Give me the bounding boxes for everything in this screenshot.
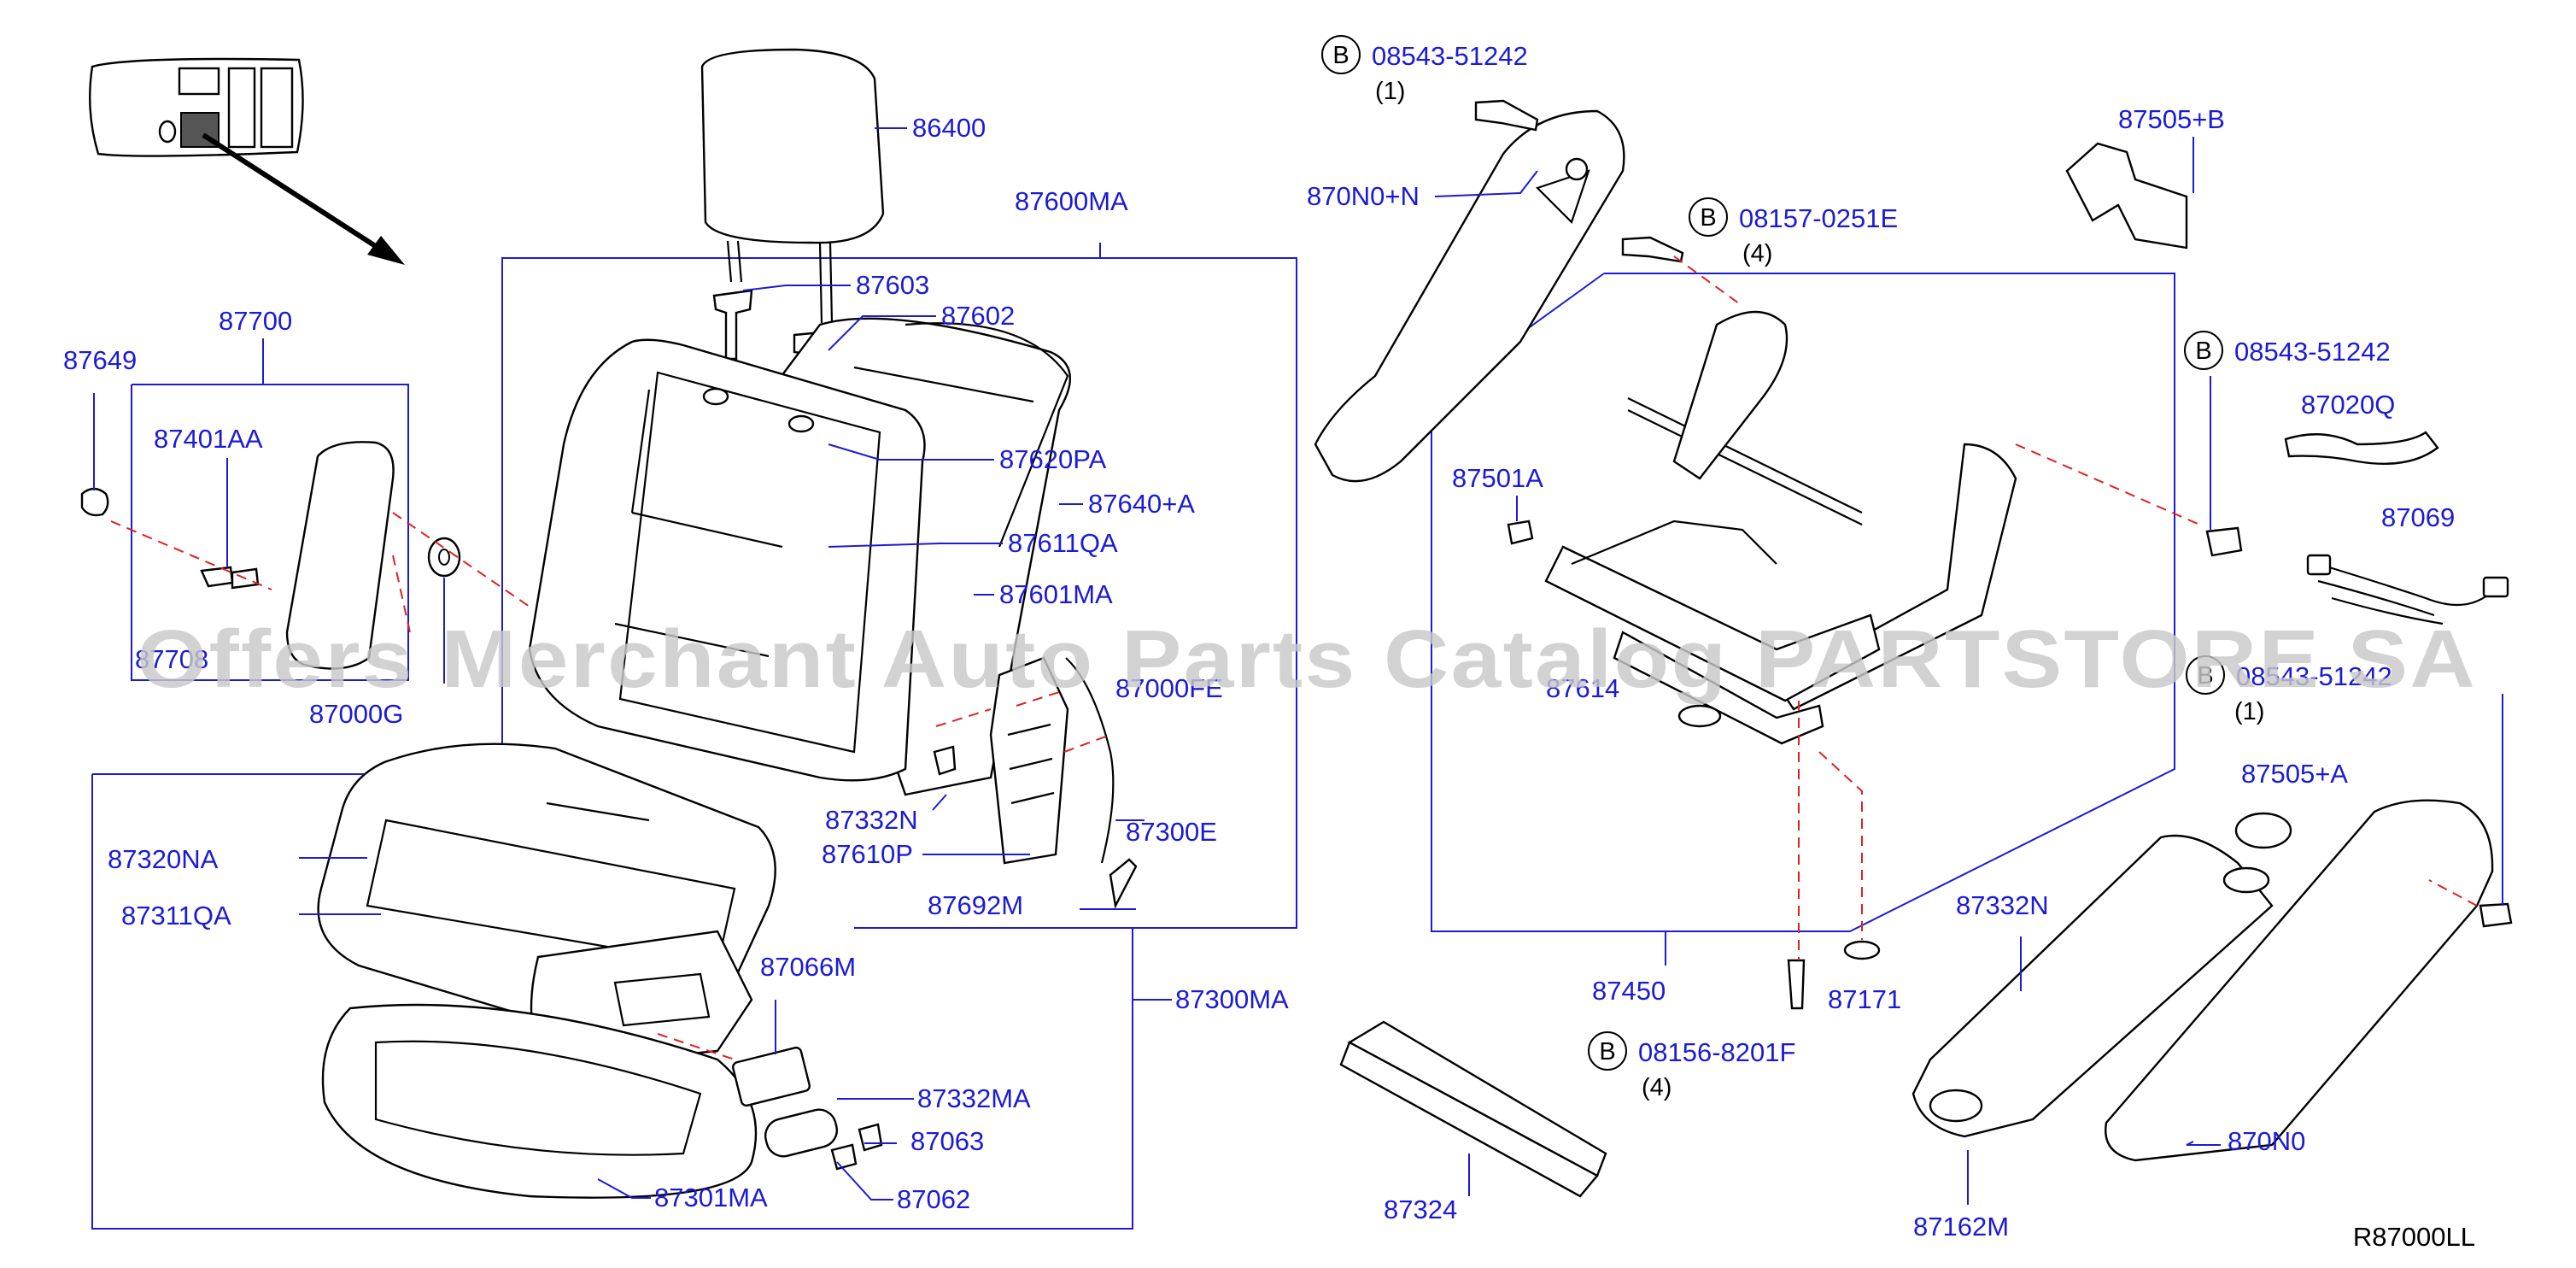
label-87501a[interactable]: 87501A xyxy=(1452,463,1543,493)
bolt-part-2[interactable]: 08157-0251E xyxy=(1739,203,1898,233)
label-87000g[interactable]: 87000G xyxy=(309,699,403,729)
label-87063[interactable]: 87063 xyxy=(910,1126,984,1156)
label-87708[interactable]: 87708 xyxy=(135,644,208,674)
label-87300e[interactable]: 87300E xyxy=(1126,817,1217,847)
bolt-marker-3: B xyxy=(2184,331,2223,370)
watermark: Offers Merchant Auto Parts Catalog PARTS… xyxy=(137,613,2477,705)
label-87162m[interactable]: 87162M xyxy=(1913,1212,2009,1242)
label-87066m[interactable]: 87066M xyxy=(760,952,856,982)
bolt-qty-2: (4) xyxy=(1742,240,1772,267)
label-87614[interactable]: 87614 xyxy=(1546,673,1619,703)
bolt-marker-2: B xyxy=(1689,197,1728,237)
label-87301ma[interactable]: 87301MA xyxy=(654,1183,768,1212)
label-87000fe[interactable]: 87000FE xyxy=(1115,673,1223,703)
bolt-labels: 08543-51242 (1) 08157-0251E (4) 08543-51… xyxy=(1372,41,2392,1101)
label-87640a[interactable]: 87640+A xyxy=(1088,489,1195,519)
label-87171[interactable]: 87171 xyxy=(1828,984,1901,1014)
label-87603[interactable]: 87603 xyxy=(856,270,929,300)
label-87450[interactable]: 87450 xyxy=(1592,976,1666,1006)
label-87601ma[interactable]: 87601MA xyxy=(999,579,1113,609)
label-87062[interactable]: 87062 xyxy=(897,1184,970,1214)
svg-text:B: B xyxy=(1599,1038,1615,1065)
label-87611qa[interactable]: 87611QA xyxy=(1008,528,1118,558)
part-labels: 86400 87600MA 87603 87602 87620PA 87640+… xyxy=(63,104,2455,1242)
svg-text:B: B xyxy=(1332,42,1349,69)
label-87649[interactable]: 87649 xyxy=(63,345,137,375)
label-87505b[interactable]: 87505+B xyxy=(2118,104,2225,134)
bolt-part-3[interactable]: 08543-51242 xyxy=(2234,337,2391,367)
label-86400[interactable]: 86400 xyxy=(912,113,986,143)
label-87700[interactable]: 87700 xyxy=(219,306,292,336)
label-87324[interactable]: 87324 xyxy=(1384,1195,1457,1224)
seat-track-assembly xyxy=(1314,99,2513,1198)
dashed-connections xyxy=(110,255,2478,1060)
label-87401aa[interactable]: 87401AA xyxy=(154,424,263,454)
label-87332n-left[interactable]: 87332N xyxy=(825,805,918,835)
bolt-qty-1: (1) xyxy=(1375,78,1405,105)
label-87610p[interactable]: 87610P xyxy=(822,839,913,869)
label-870n0n[interactable]: 870N0+N xyxy=(1307,181,1420,211)
bolt-qty-4: (1) xyxy=(2234,698,2264,725)
bolt-marker-4: B xyxy=(2186,655,2225,695)
label-87505a[interactable]: 87505+A xyxy=(2241,759,2348,789)
leader-lines xyxy=(93,127,2503,1205)
bolt-qty-5: (4) xyxy=(1642,1074,1671,1101)
bolt-marker-1: B xyxy=(1321,35,1361,74)
bolt-part-1[interactable]: 08543-51242 xyxy=(1372,41,1528,71)
diagram-reference-code: R87000LL xyxy=(2353,1222,2475,1252)
bolt-part-4[interactable]: 08543-51242 xyxy=(2236,661,2392,691)
label-87600ma[interactable]: 87600MA xyxy=(1015,186,1128,216)
seat-cushion-assembly xyxy=(317,743,883,1199)
label-87020q[interactable]: 87020Q xyxy=(2301,390,2395,420)
label-87332ma[interactable]: 87332MA xyxy=(917,1083,1031,1113)
bolt-part-5[interactable]: 08156-8201F xyxy=(1638,1037,1795,1067)
label-87332n-right[interactable]: 87332N xyxy=(1956,890,2049,920)
svg-text:B: B xyxy=(2197,662,2213,690)
orientation-inset xyxy=(89,57,405,265)
label-87300ma[interactable]: 87300MA xyxy=(1175,984,1289,1014)
label-87620pa[interactable]: 87620PA xyxy=(999,444,1107,474)
label-87069[interactable]: 87069 xyxy=(2381,502,2455,532)
label-87311qa[interactable]: 87311QA xyxy=(121,901,231,930)
label-87602[interactable]: 87602 xyxy=(941,301,1015,331)
seat-back-assembly xyxy=(528,48,1138,909)
label-87692m[interactable]: 87692M xyxy=(928,890,1023,920)
svg-text:B: B xyxy=(1700,204,1716,232)
bolt-marker-5: B xyxy=(1588,1031,1627,1071)
side-trim-assembly xyxy=(80,441,461,670)
label-87320na[interactable]: 87320NA xyxy=(108,844,219,874)
label-870n0[interactable]: 870N0 xyxy=(2228,1126,2305,1156)
svg-text:B: B xyxy=(2195,338,2211,365)
